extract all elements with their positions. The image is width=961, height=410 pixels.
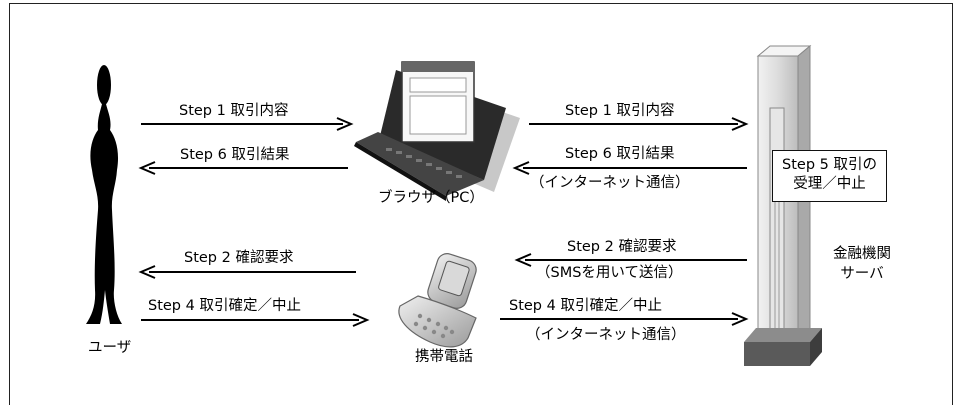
user-silhouette-icon (86, 65, 122, 324)
msg-pc-to-user: Step 6 取引結果 (180, 147, 290, 163)
arrow-user-to-pc (141, 117, 354, 131)
msg-phone-to-server: Step 4 取引確定／中止 (509, 298, 662, 314)
msg-server-to-pc: Step 6 取引結果 (565, 146, 675, 162)
laptop-icon (354, 61, 520, 201)
server-step-line1: Step 5 取引の (782, 157, 877, 173)
arrow-pc-to-user (138, 161, 348, 175)
msg-server-to-phone-note: （SMSを用いて送信） (536, 265, 683, 281)
arrow-phone-to-user (138, 265, 356, 279)
msg-server-to-phone: Step 2 確認要求 (567, 239, 677, 255)
msg-phone-to-user: Step 2 確認要求 (184, 250, 294, 266)
arrow-pc-to-server (529, 117, 749, 131)
browser-label: ブラウザ（PC） (378, 190, 484, 206)
server-icon (744, 44, 822, 366)
server-label-line2: サーバ (840, 266, 884, 282)
diagram-frame (9, 3, 953, 405)
phone-label: 携帯電話 (415, 349, 473, 365)
msg-user-to-phone: Step 4 取引確定／中止 (148, 298, 301, 314)
msg-user-to-pc: Step 1 取引内容 (179, 103, 289, 119)
msg-server-to-pc-note: （インターネット通信） (530, 175, 690, 191)
msg-phone-to-server-note: （インターネット通信） (526, 327, 686, 343)
server-step-line2: 受理／中止 (793, 176, 866, 192)
mobile-phone-icon (398, 253, 477, 348)
arrow-server-to-phone (514, 253, 747, 267)
arrow-phone-to-server (500, 312, 749, 326)
msg-pc-to-server: Step 1 取引内容 (565, 103, 675, 119)
arrow-server-to-pc (512, 161, 747, 175)
arrow-user-to-phone (141, 313, 370, 327)
user-label: ユーザ (88, 340, 132, 356)
server-label-line1: 金融機関 (833, 246, 891, 262)
server-step-box: Step 5 取引の 受理／中止 (772, 150, 887, 202)
